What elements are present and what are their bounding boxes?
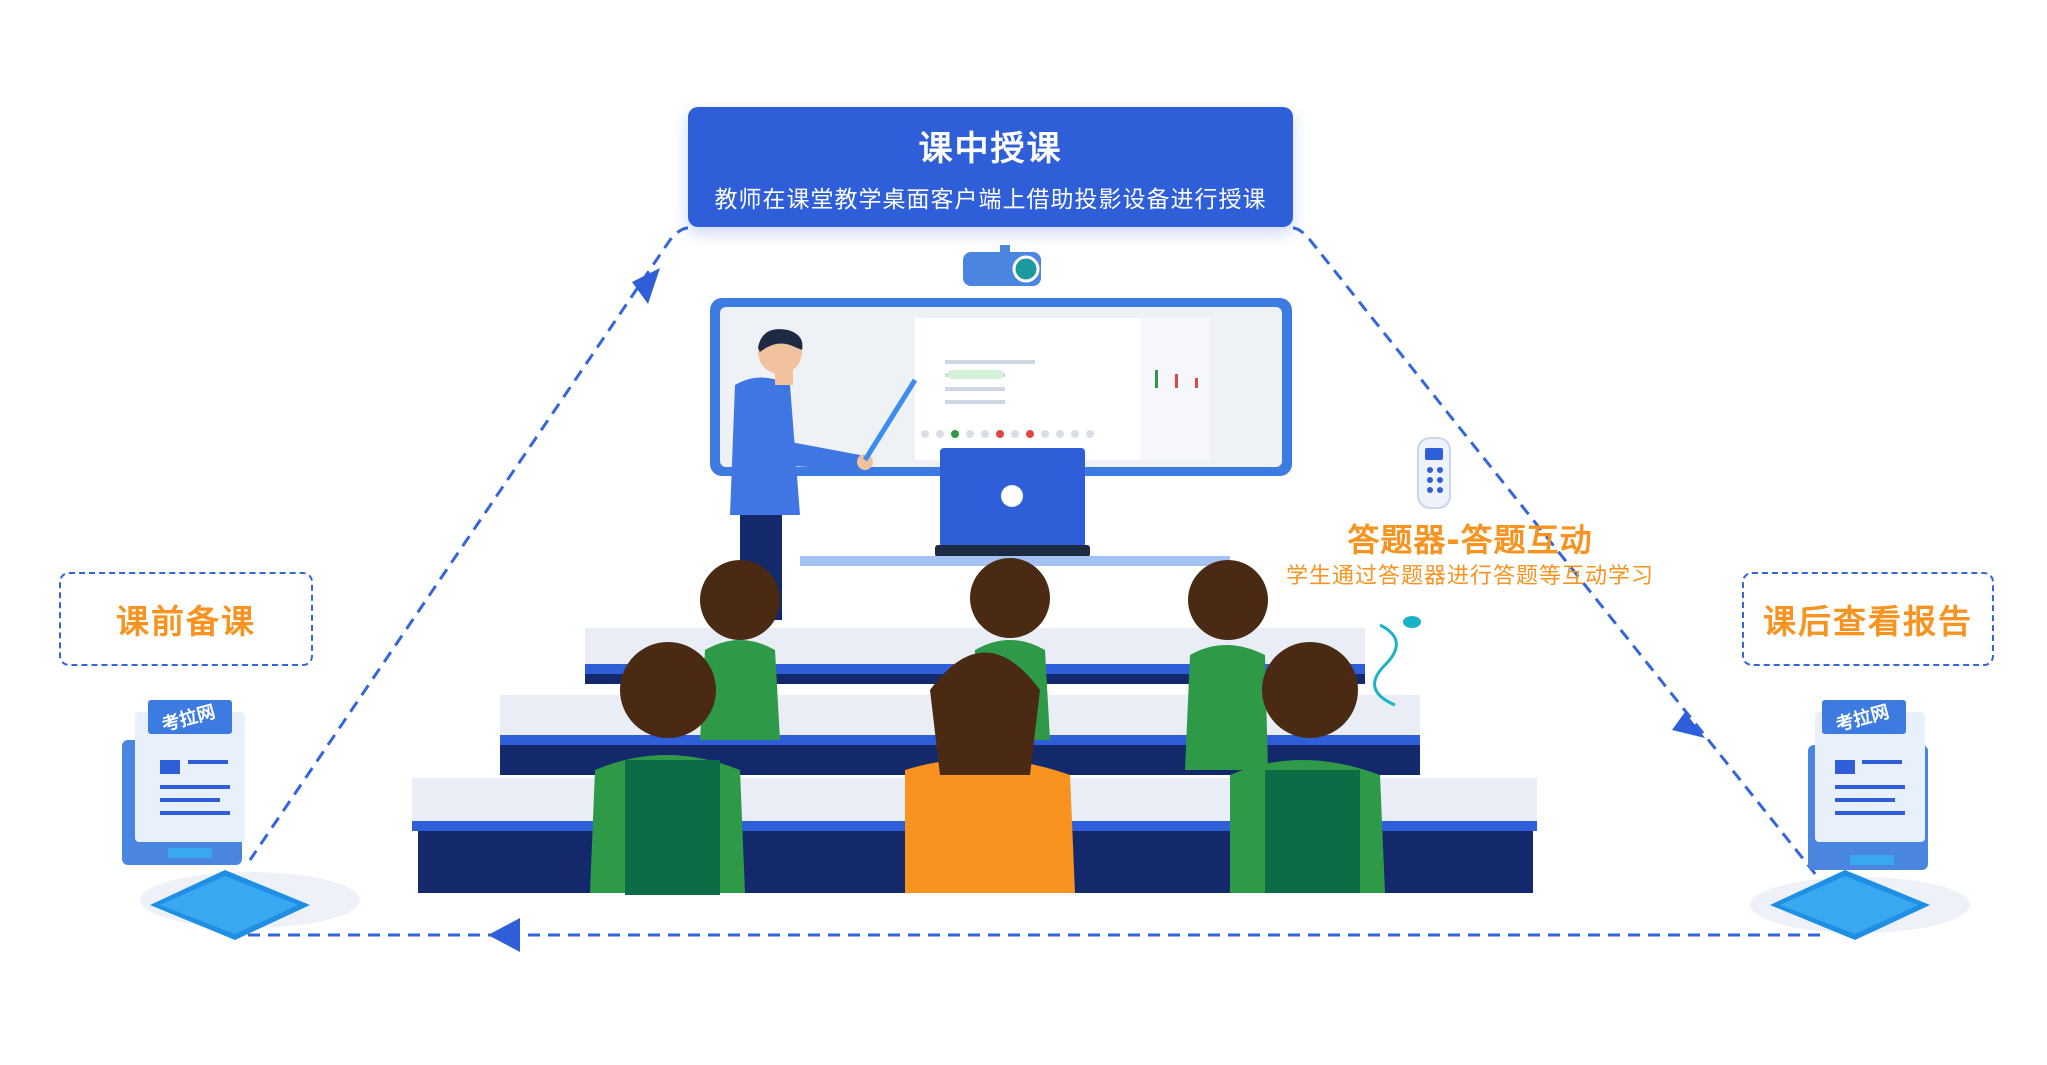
teacher-figure — [730, 329, 918, 620]
clicker-subtitle: 学生通过答题器进行答题等互动学习 — [1285, 564, 1654, 589]
clicker-title: 答题器-答题互动 — [1347, 521, 1593, 559]
arrow-left — [488, 918, 520, 952]
arrow-up-left — [632, 268, 660, 304]
remote-clicker-icon — [1417, 437, 1451, 509]
computer-icon — [1750, 700, 1970, 940]
student-figure — [1185, 560, 1268, 770]
line-prep-to-teach — [248, 226, 689, 861]
arrow-down-right — [1672, 712, 1705, 738]
student-figure — [590, 642, 745, 895]
student-figure — [1230, 642, 1385, 893]
in-class-subtitle: 教师在课堂教学桌面客户端上借助投影设备进行授课 — [714, 187, 1267, 213]
in-class-title: 课中授课 — [918, 129, 1063, 169]
post-class-label: 课后查看报告 — [1742, 572, 1994, 666]
in-class-banner: 课中授课 教师在课堂教学桌面客户端上借助投影设备进行授课 — [688, 107, 1293, 227]
line-teach-to-report — [1292, 226, 1822, 881]
pre-class-label: 课前备课 — [59, 572, 313, 666]
whiteboard — [710, 298, 1292, 476]
receiver-icon — [1373, 616, 1421, 707]
student-figure — [700, 560, 780, 740]
computer-icon — [122, 700, 360, 940]
student-figure — [905, 652, 1075, 893]
projector-icon — [963, 245, 1041, 286]
laptop-icon — [935, 448, 1090, 557]
